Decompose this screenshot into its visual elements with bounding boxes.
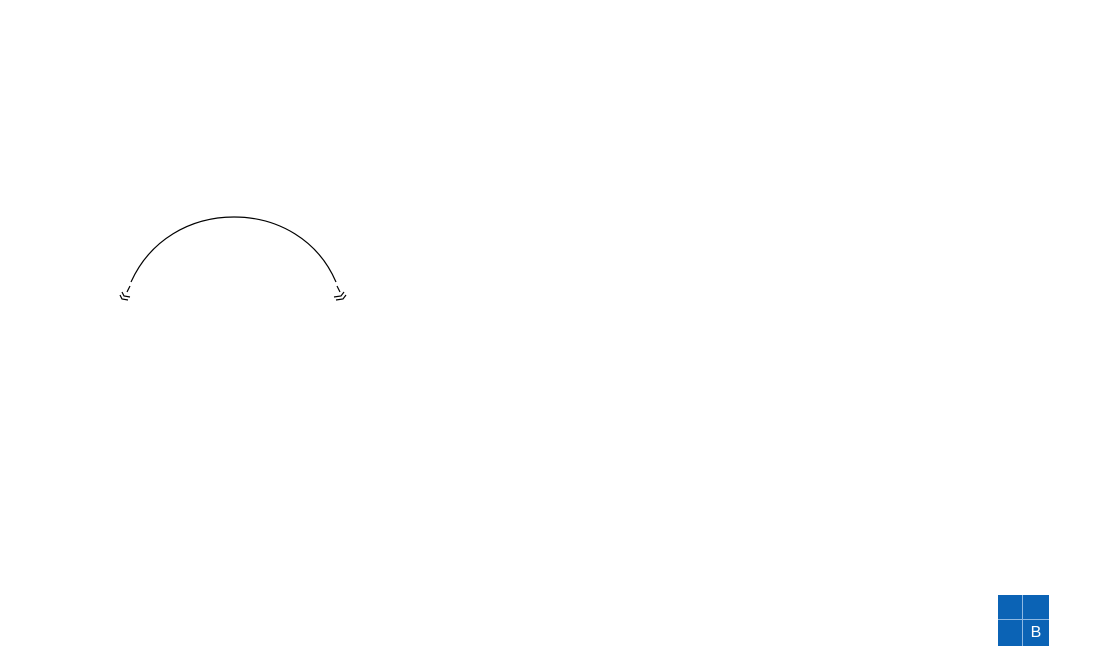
arc-connection[interactable] — [119, 216, 347, 301]
app-logo[interactable]: B — [998, 595, 1049, 646]
logo-divider-horizontal — [998, 619, 1049, 620]
arc-path — [130, 216, 337, 283]
double-chevron-left-icon — [119, 291, 131, 301]
arc-dash-right — [336, 285, 341, 293]
logo-divider-vertical — [1022, 595, 1023, 646]
logo-letter: B — [1030, 624, 1042, 641]
arc-dash-left — [126, 285, 131, 293]
double-chevron-right-icon — [333, 291, 347, 301]
